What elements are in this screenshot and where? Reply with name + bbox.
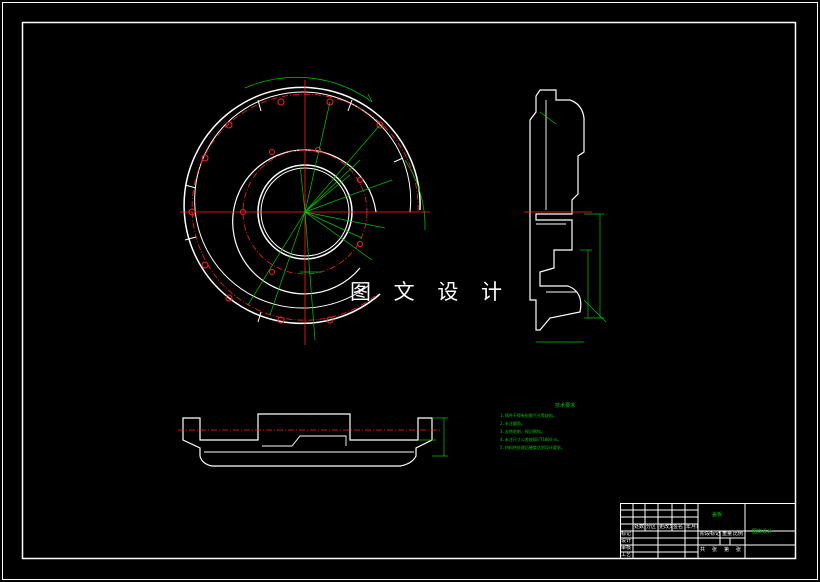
front-view <box>180 76 430 345</box>
sheet-label: 第 <box>724 547 730 553</box>
sheet-label: 张 <box>736 547 742 553</box>
bottom-view <box>178 413 448 467</box>
info-label: 比例 <box>733 531 744 537</box>
row-label: 设计 <box>621 538 632 544</box>
header-cell: 处数 <box>634 524 645 530</box>
sheet-label: 张 <box>712 547 718 553</box>
header-cell: 分区 <box>646 524 657 530</box>
title-block <box>620 503 796 559</box>
requirement-line: 1.铸件不得有砂眼气孔等缺陷。 <box>500 413 557 418</box>
drawing-title: 图文设计 <box>752 529 773 535</box>
requirement-line: 5.材料热处理后硬度达到设计要求。 <box>500 445 565 450</box>
requirement-line: 4.未注尺寸公差按GB/T1804-m。 <box>500 437 561 442</box>
sheet-label: 共 <box>700 547 706 553</box>
header-cell: 签名 <box>673 524 684 530</box>
row-label: 工艺 <box>621 552 632 558</box>
info-label: 重量 <box>722 531 733 537</box>
header-cell: 更改文件号 <box>659 524 672 530</box>
header-cell: 年月日 <box>686 524 698 530</box>
row-label: 标记 <box>621 531 632 537</box>
requirement-line: 3.去除毛刺，锐边倒钝。 <box>500 429 545 434</box>
row-label: 审核 <box>621 545 632 551</box>
technical-requirements-title: 技术要求 <box>554 403 575 409</box>
requirement-line: 2.未注圆角。 <box>500 421 525 426</box>
info-label: 阶段标记 <box>700 531 721 537</box>
part-name: 盖板 <box>712 512 723 518</box>
watermark-text: 图 文 设 计 <box>350 280 511 304</box>
side-section-view <box>524 89 607 343</box>
technical-requirements: 技术要求 1.铸件不得有砂眼气孔等缺陷。 2.未注圆角。 3.去除毛刺，锐边倒钝… <box>500 402 630 452</box>
